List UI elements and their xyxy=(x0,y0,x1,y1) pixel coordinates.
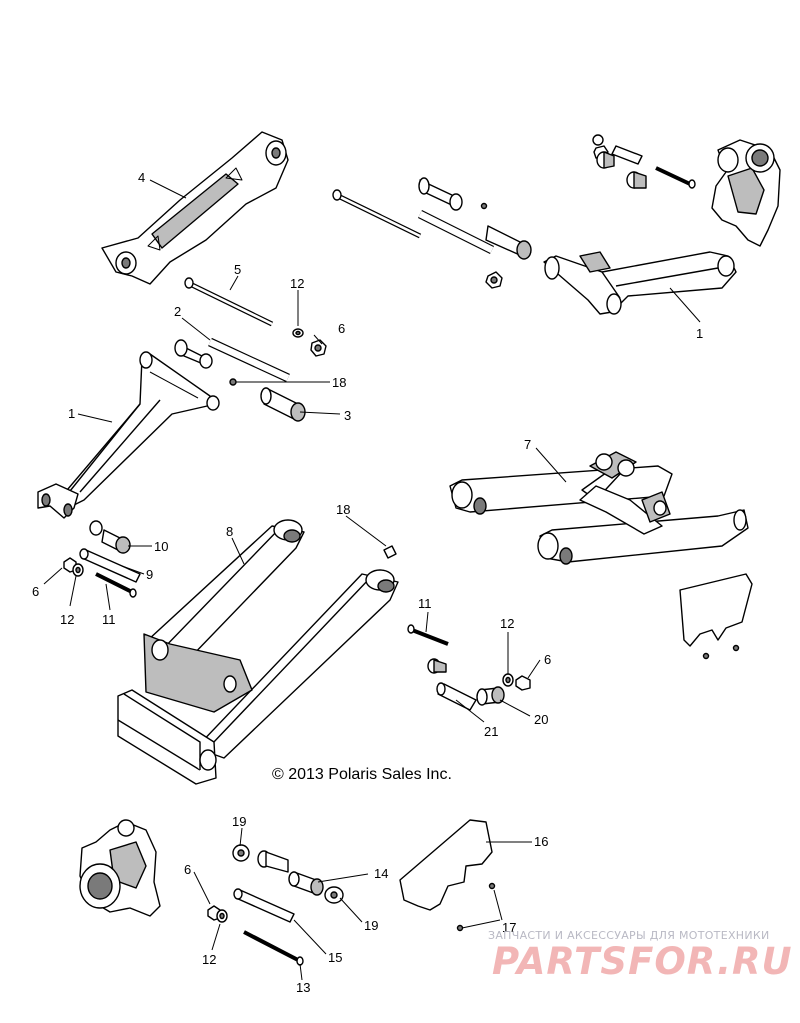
callout-18-mid: 18 xyxy=(336,502,350,517)
grease-fitting-18-upper xyxy=(229,378,237,386)
washer-19-lower xyxy=(324,886,344,904)
callout-6-left: 6 xyxy=(32,584,39,599)
knuckle-bottom-left xyxy=(79,819,161,917)
callout-16: 16 xyxy=(534,834,548,849)
sleeve-top-right xyxy=(611,145,643,165)
nut-6-upper xyxy=(310,339,327,357)
swing-arm-8 xyxy=(117,519,399,785)
callout-7: 7 xyxy=(524,437,531,452)
callout-17: 17 xyxy=(502,920,516,935)
callout-14: 14 xyxy=(374,866,388,881)
washer-12-bottom xyxy=(216,909,228,923)
callout-20: 20 xyxy=(534,712,548,727)
guard-plate-right xyxy=(679,573,753,660)
bolt-11-left xyxy=(95,572,137,598)
grease-fitting-18-mid xyxy=(383,545,397,559)
callout-6: 6 xyxy=(338,321,345,336)
callout-19-upper: 19 xyxy=(232,814,246,829)
torque-arm-7 xyxy=(449,451,749,565)
bushing-top-right xyxy=(596,151,615,169)
copyright-notice: © 2013 Polaris Sales Inc. xyxy=(272,766,452,783)
bolt-13 xyxy=(243,930,304,966)
bushing-top-right-2 xyxy=(626,171,647,189)
leader-lines xyxy=(43,179,701,981)
tube-2 xyxy=(208,337,290,383)
a-arm-1-left xyxy=(37,351,220,519)
nut-6-right xyxy=(515,675,531,691)
callout-18: 18 xyxy=(332,375,346,390)
tube-top xyxy=(417,209,495,255)
callout-labels: 4 5 12 6 2 18 3 1 1 7 8 18 10 9 6 12 11 … xyxy=(32,170,703,995)
callout-12-right: 12 xyxy=(500,616,514,631)
callout-10: 10 xyxy=(154,539,168,554)
callout-12-left: 12 xyxy=(60,612,74,627)
callout-6-right: 6 xyxy=(544,652,551,667)
nut-top xyxy=(485,271,503,289)
washer-12-left xyxy=(72,563,84,577)
callout-4: 4 xyxy=(138,170,145,185)
sleeve-15 xyxy=(233,888,295,923)
bushing-top-2 xyxy=(485,225,532,260)
guard-plate-16 xyxy=(399,819,493,911)
bushing-top-1 xyxy=(418,177,463,211)
washer-12-upper xyxy=(292,328,304,338)
sleeve-21 xyxy=(436,682,477,711)
callout-2: 2 xyxy=(174,304,181,319)
callout-6-bottom: 6 xyxy=(184,862,191,877)
callout-3: 3 xyxy=(344,408,351,423)
callout-11-left: 11 xyxy=(102,612,116,627)
bolt-5 xyxy=(184,277,274,327)
callout-1-left: 1 xyxy=(68,406,75,421)
grease-fitting-top xyxy=(480,202,488,210)
knuckle-top-right xyxy=(711,139,781,247)
bracket-plate-4 xyxy=(101,131,289,285)
bushing-10 xyxy=(89,520,131,554)
watermark-logo: PARTSFOR.RU xyxy=(492,940,793,983)
bolt-11-right xyxy=(407,624,449,646)
sleeve-9 xyxy=(79,548,141,583)
bushing-3 xyxy=(260,387,306,422)
screws-17 xyxy=(456,882,496,932)
watermark-caption: ЗАПЧАСТИ И АКСЕССУАРЫ ДЛЯ МОТОТЕХНИКИ xyxy=(488,929,770,942)
long-bolt-top xyxy=(332,189,422,239)
callout-5: 5 xyxy=(234,262,241,277)
washer-12-right xyxy=(502,673,514,687)
callout-19-lower: 19 xyxy=(364,918,378,933)
bolt-top-right xyxy=(655,166,696,189)
callout-1-right: 1 xyxy=(696,326,703,341)
callout-21: 21 xyxy=(484,724,498,739)
callout-8: 8 xyxy=(226,524,233,539)
bushing-right-small xyxy=(427,658,447,674)
callout-12-bottom: 12 xyxy=(202,952,216,967)
callout-15: 15 xyxy=(328,950,342,965)
callout-9: 9 xyxy=(146,567,153,582)
callout-13: 13 xyxy=(296,980,310,995)
bushing-bottom xyxy=(257,850,289,873)
callout-12: 12 xyxy=(290,276,304,291)
washer-19-upper xyxy=(232,844,250,862)
bushing-upper-left xyxy=(174,339,213,369)
a-arm-1-right xyxy=(543,251,737,315)
bushing-14 xyxy=(288,871,324,896)
bushing-20 xyxy=(476,686,505,706)
callout-11-right: 11 xyxy=(418,596,432,611)
